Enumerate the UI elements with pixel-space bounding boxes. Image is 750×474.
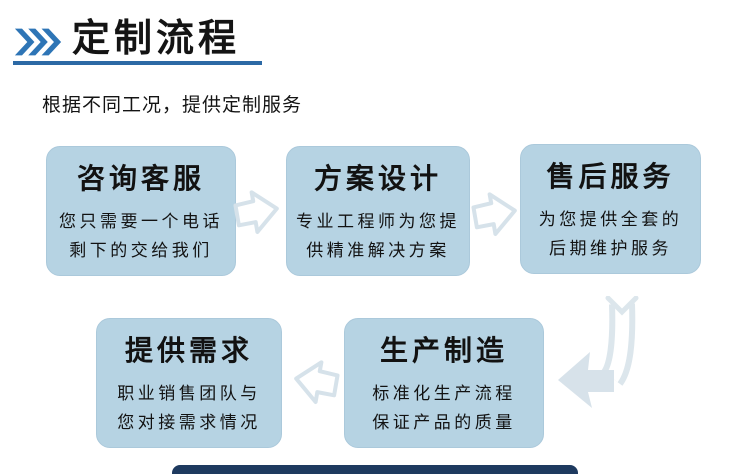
flow-step-desc-line: 标准化生产流程 [372, 383, 516, 404]
flow-step-desc-line: 剩下的交给我们 [69, 240, 213, 261]
arrow-right-icon [233, 190, 279, 235]
flow-step-desc-line: 职业销售团队与 [117, 383, 261, 404]
flow-step-desc-line: 为您提供全套的 [538, 209, 683, 230]
flow-step-title: 方案设计 [313, 162, 442, 194]
flow-step-provide-requirements: 提供需求 职业销售团队与 您对接需求情况 [96, 318, 282, 448]
flow-step-desc-line: 您对接需求情况 [117, 412, 261, 433]
flow-step-title: 生产制造 [379, 334, 508, 366]
flow-step-solution-design: 方案设计 专业工程师为您提 供精准解决方案 [286, 146, 470, 276]
triple-chevron-right-icon [14, 28, 62, 56]
flow-step-desc-line: 供精准解决方案 [306, 240, 450, 261]
flow-step-desc-line: 您只需要一个电话 [59, 211, 223, 232]
curved-arrow-down-left-icon [558, 296, 640, 408]
flow-step-title: 售后服务 [546, 160, 675, 192]
flow-step-consult-service: 咨询客服 您只需要一个电话 剩下的交给我们 [46, 146, 236, 276]
flow-step-after-sales: 售后服务 为您提供全套的 后期维护服务 [520, 144, 701, 274]
title-underline [13, 61, 262, 65]
flow-step-manufacturing: 生产制造 标准化生产流程 保证产品的质量 [344, 318, 544, 448]
flow-step-desc-line: 后期维护服务 [549, 238, 672, 259]
flow-step-desc-line: 保证产品的质量 [372, 412, 516, 433]
flow-step-desc-line: 专业工程师为您提 [296, 211, 460, 232]
section-subtitle: 根据不同工况，提供定制服务 [42, 95, 303, 116]
next-section-header-bar [172, 465, 578, 474]
section-title: 定制流程 [72, 18, 241, 60]
flow-step-title: 咨询客服 [76, 162, 205, 194]
arrow-left-icon [294, 360, 340, 405]
flow-step-title: 提供需求 [124, 334, 253, 366]
arrow-right-icon [471, 192, 517, 237]
